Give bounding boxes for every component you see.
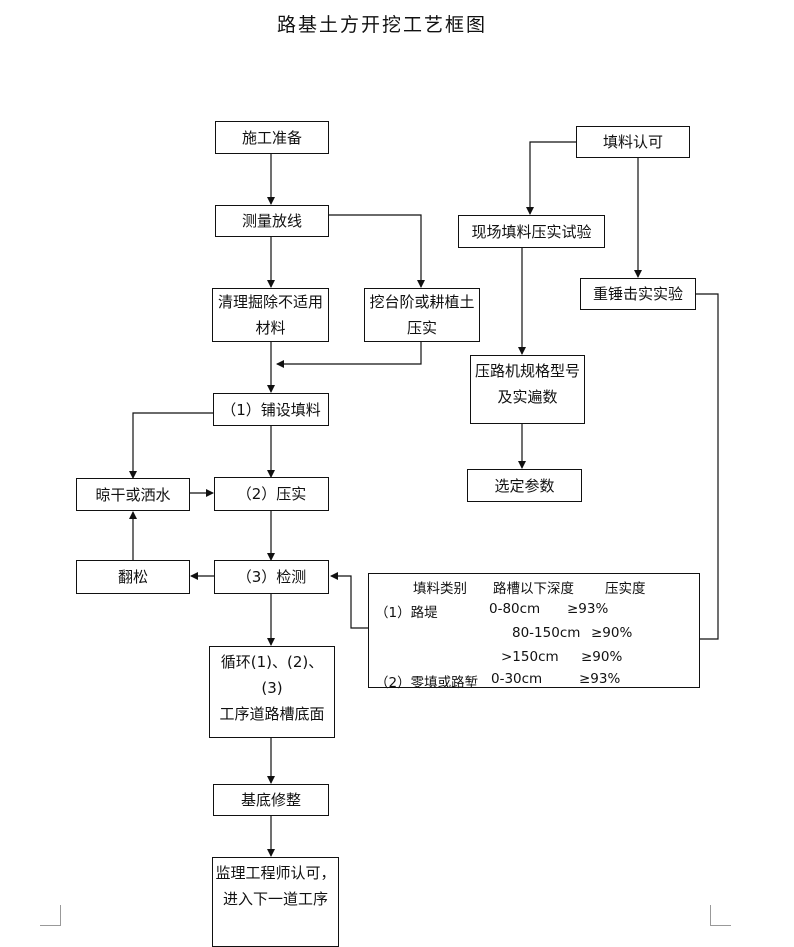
- arrow-spread-dry: [129, 412, 213, 479]
- table-cell: 0-30cm: [491, 671, 543, 687]
- node-cycle: 循环(1)、(2)、(3) 工序道路槽底面: [209, 646, 335, 738]
- node-clear: 清理掘除不适用 材料: [212, 288, 329, 342]
- node-roller: 压路机规格型号 及实遍数: [470, 355, 585, 424]
- arrow-fillok-sitetest: [526, 141, 576, 215]
- page-title: 路基土方开挖工艺框图: [276, 14, 487, 36]
- node-spread: （1）铺设填料: [213, 393, 329, 426]
- page-corner-mark: [40, 905, 61, 926]
- node-trim: 基底修整: [213, 784, 329, 816]
- table-cell: 0-80cm: [489, 601, 541, 617]
- node-dry: 晾干或洒水: [76, 478, 190, 511]
- arrow-survey-bench: [329, 214, 425, 288]
- table-cell: ≥93%: [567, 601, 609, 617]
- table-cell: ≥90%: [581, 649, 623, 665]
- node-prep: 施工准备: [215, 121, 329, 154]
- node-survey: 测量放线: [215, 205, 329, 237]
- table-cell: （1）路堤: [375, 605, 438, 621]
- node-compact: （2）压实: [214, 477, 329, 511]
- node-approve: 监理工程师认可， 进入下一道工序: [212, 857, 339, 947]
- arrow-table-detect: [330, 572, 368, 629]
- node-site-test: 现场填料压实试验: [458, 215, 605, 248]
- table-cell: 80-150cm: [512, 625, 581, 641]
- node-heavy-test: 重锤击实实验: [580, 278, 696, 310]
- table-cell: （2）零填或路堑: [375, 675, 479, 691]
- node-params: 选定参数: [467, 469, 582, 502]
- arrow-bench-merge: [276, 342, 422, 368]
- table-cell: >150cm: [501, 649, 559, 665]
- node-detect: （3）检测: [214, 560, 329, 594]
- table-header-depth: 路槽以下深度: [493, 581, 574, 597]
- node-loosen: 翻松: [76, 560, 190, 594]
- page-corner-mark: [710, 905, 731, 926]
- connector-heavy-table: [696, 293, 719, 640]
- table-header-category: 填料类别: [413, 581, 467, 597]
- compaction-table: 填料类别 路槽以下深度 压实度 （1）路堤 0-80cm ≥93% 80-150…: [368, 573, 700, 691]
- table-cell: ≥90%: [591, 625, 633, 641]
- table-cell: ≥93%: [579, 671, 621, 687]
- node-fill-ok: 填料认可: [576, 126, 690, 158]
- node-bench: 挖台阶或耕植土 压实: [364, 288, 480, 342]
- table-header-compaction: 压实度: [605, 581, 646, 597]
